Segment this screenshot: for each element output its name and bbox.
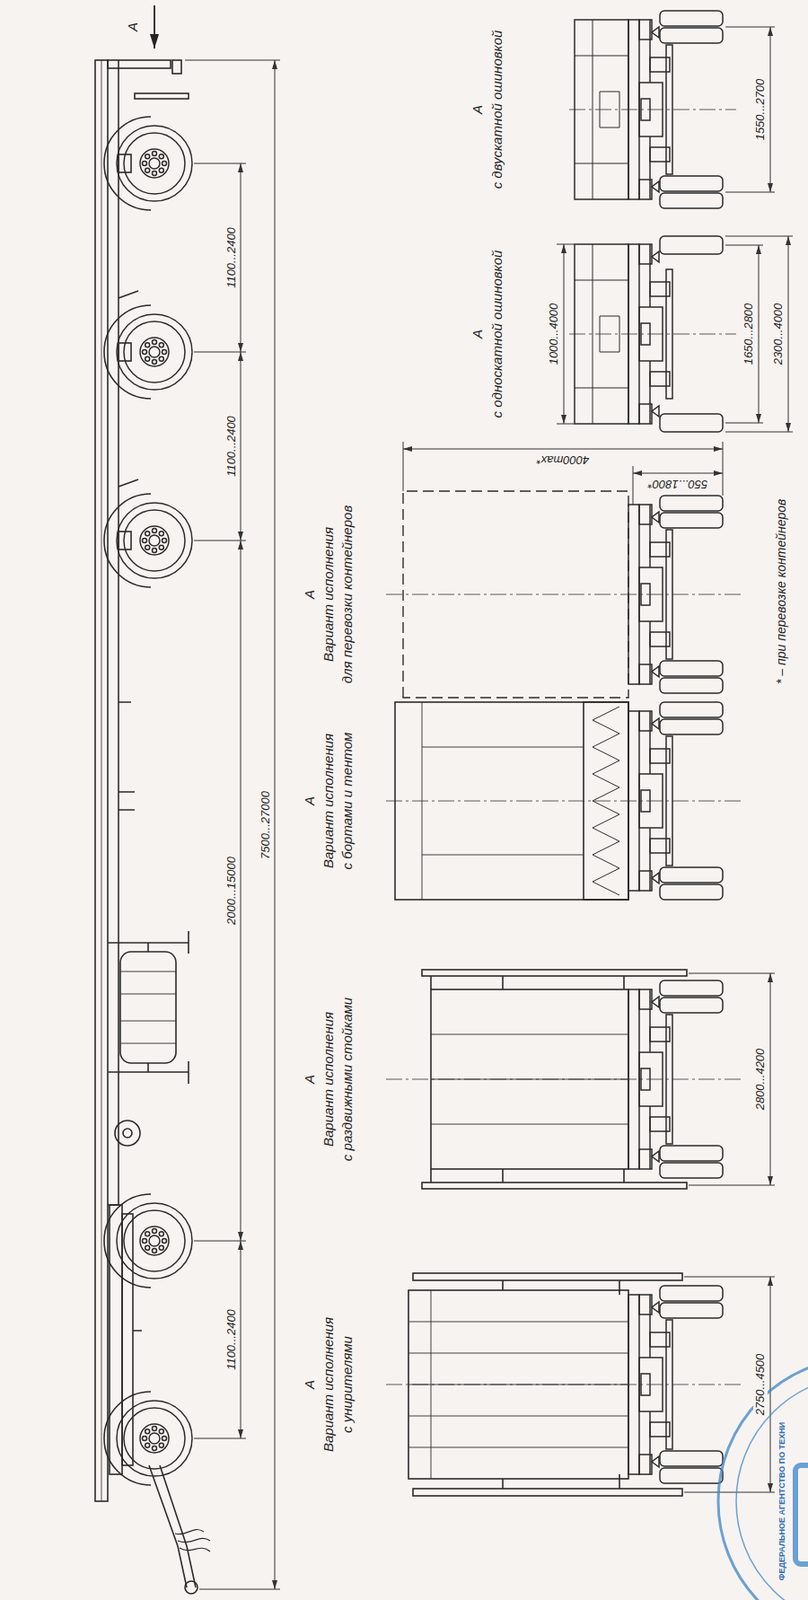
dimension-lines <box>184 60 281 1590</box>
footnote: * – при перевозке контейнеров <box>773 499 790 685</box>
view-letter: A <box>300 589 319 599</box>
view-caption: с двускатной ошиновкой <box>488 30 507 190</box>
side-view <box>95 60 211 1594</box>
wheels <box>116 125 193 1476</box>
variant-stops <box>386 1273 775 1496</box>
view-letter: A <box>300 1074 319 1084</box>
variant-stanchions <box>386 969 775 1189</box>
variant-tent <box>386 702 741 900</box>
view-caption: для перевозки контейнеров <box>338 505 357 684</box>
view-caption: с односкатной ошиновкой <box>488 250 507 419</box>
view-letter: A <box>468 105 487 115</box>
dimension-label: 1100...2400 <box>224 225 239 290</box>
view-caption: с бортами и тентом <box>338 732 357 870</box>
variant-container <box>386 441 741 698</box>
dimension-label: 1100...2400 <box>224 413 239 479</box>
view-caption: Вариант исполнения <box>319 1317 338 1452</box>
view-caption: с раздвижными стойками <box>338 997 357 1161</box>
view-arrow <box>153 5 156 49</box>
view-caption: Вариант исполнения <box>319 733 338 869</box>
view-caption: с унирителями <box>338 1335 357 1433</box>
dimension-label: 1000...4000 <box>546 301 562 368</box>
rear-view-single <box>556 236 793 432</box>
view-letter: A <box>300 796 319 806</box>
dimension-label: 2000...15000 <box>224 854 239 927</box>
dimension-label: 2800...4200 <box>753 1046 768 1113</box>
view-caption: Вариант исполнения <box>319 526 338 662</box>
dimension-label: 550...1800* <box>646 476 711 492</box>
view-caption: Вариант исполнения <box>319 1011 338 1147</box>
view-letter: A <box>123 22 142 32</box>
dimension-label: 1550...2700 <box>753 77 768 143</box>
dimension-label: 4000max* <box>535 452 592 467</box>
view-letter: A <box>300 1379 319 1389</box>
view-letter: A <box>468 329 487 339</box>
dimension-label: 2750...4500 <box>753 1352 768 1418</box>
stamp-text: ФЕДЕРАЛЬНОЕ АГЕНТСТВО ПО ТЕХНИ <box>777 1422 788 1581</box>
dimension-label: 7500...27000 <box>258 789 273 861</box>
dimension-label: 1650...2800 <box>741 301 756 368</box>
rear-view-dual <box>569 10 775 209</box>
dimension-label: 1100...2400 <box>224 1307 239 1372</box>
dimension-label: 2300...4000 <box>771 301 786 368</box>
